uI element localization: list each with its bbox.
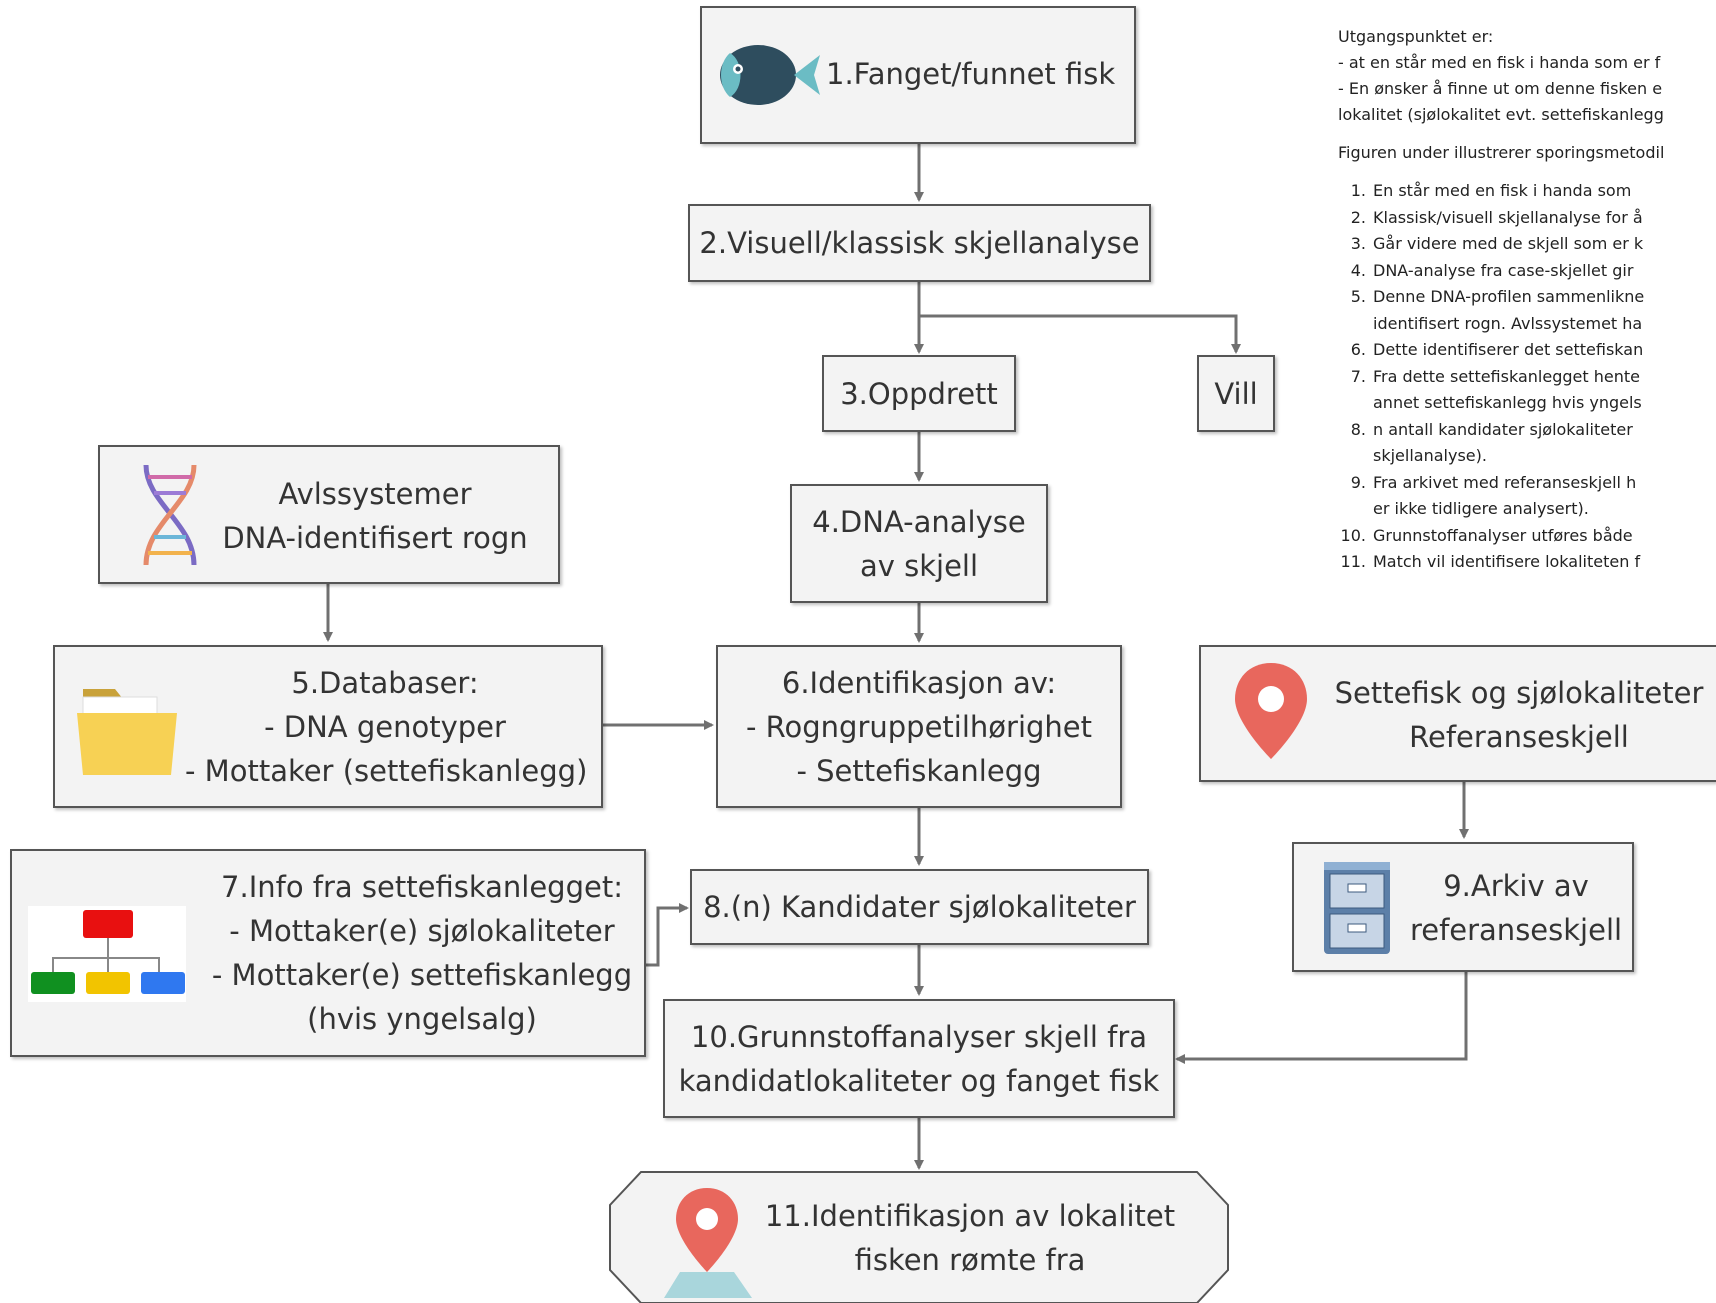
notes-steps: 1.En står med en fisk i handa som 2.Klas… xyxy=(1338,178,1716,576)
step-item: 1.En står med en fisk i handa som xyxy=(1350,181,1632,200)
step-item: 3.Går videre med de skjell som er k xyxy=(1350,234,1644,253)
box-7-label: 7.Info fra settefiskanlegget:- Mottaker(… xyxy=(211,870,633,1036)
notes-figure-text: Figuren under illustrerer sporingsmetodi… xyxy=(1338,143,1665,162)
box-vill: Vill xyxy=(1197,355,1275,432)
box-6-label: 6.Identifikasjon av:- Rogngruppetilhørig… xyxy=(745,666,1093,788)
file-cabinet-icon xyxy=(1324,862,1390,954)
box-8-kandidater: 8.(n) Kandidater sjølokaliteter xyxy=(690,869,1149,945)
step-item: 10.Grunnstoffanalyser utføres både xyxy=(1340,525,1633,545)
notes-bullet: - at en står med en fisk i handa som er … xyxy=(1338,53,1661,72)
box-6-identifikasjon: 6.Identifikasjon av:- Rogngruppetilhørig… xyxy=(716,645,1122,808)
connector-9-10 xyxy=(1175,972,1468,1064)
step-item: 4.DNA-analyse fra case-skjellet gir xyxy=(1350,260,1634,280)
box-3-label: 3.Oppdrett xyxy=(840,377,998,411)
notes-intro: Utgangspunktet er: xyxy=(1338,27,1494,46)
org-chart-icon xyxy=(28,906,186,1002)
box-7-info-settefiskanlegg: 7.Info fra settefiskanlegget:- Mottaker(… xyxy=(10,849,646,1057)
connector-2-vill xyxy=(919,314,1241,354)
box-1-fanget-fisk: 1.Fanget/funnet fisk xyxy=(700,6,1136,144)
dna-icon xyxy=(143,464,197,566)
notes-bullet: lokalitet (sjølokalitet evt. settefiskan… xyxy=(1338,105,1664,124)
connector-7-8 xyxy=(646,903,689,967)
box-1-label: 1.Fanget/funnet fisk xyxy=(826,57,1116,91)
box-3-oppdrett: 3.Oppdrett xyxy=(822,355,1016,432)
step-item: 2.Klassisk/visuell skjellanalyse for å xyxy=(1350,207,1643,227)
notes-bullet: - En ønsker å finne ut om denne fisken e xyxy=(1338,79,1663,98)
description-text: Utgangspunktet er: - at en står med en f… xyxy=(1338,24,1716,576)
map-location-icon xyxy=(664,1188,752,1298)
box-2-skjellanalyse: 2.Visuell/klassisk skjellanalyse xyxy=(688,204,1151,282)
fish-icon xyxy=(720,45,820,105)
box-vill-label: Vill xyxy=(1214,377,1258,411)
folder-icon xyxy=(77,689,177,775)
box-11-shape xyxy=(609,1171,1229,1303)
box-5-databaser: 5.Databaser:- DNA genotyper- Mottaker (s… xyxy=(53,645,603,808)
box-5-label: 5.Databaser:- DNA genotyper- Mottaker (s… xyxy=(185,666,588,788)
step-item: 11.Match vil identifisere lokaliteten f xyxy=(1340,552,1641,571)
box-2-label: 2.Visuell/klassisk skjellanalyse xyxy=(699,226,1140,260)
map-pin-icon xyxy=(1235,663,1307,759)
step-item: 6.Dette identifiserer det settefiskan xyxy=(1350,340,1644,359)
box-8-label: 8.(n) Kandidater sjølokaliteter xyxy=(703,890,1136,924)
